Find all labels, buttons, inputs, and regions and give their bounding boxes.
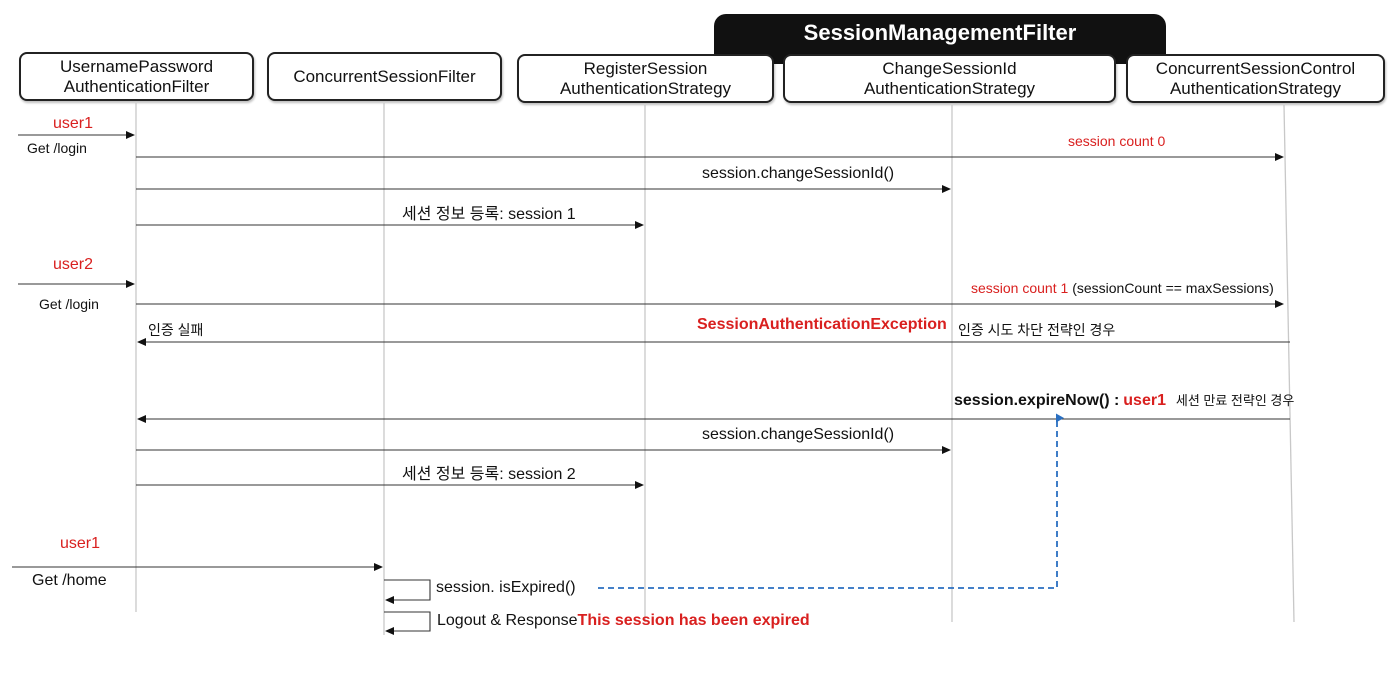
- participant-label: ConcurrentSessionFilter: [293, 66, 476, 86]
- participant-concurrent-session-control-strategy: ConcurrentSessionControl AuthenticationS…: [1126, 54, 1385, 103]
- get-login-label: Get /login: [39, 296, 99, 312]
- logout-text: Logout & Response: [437, 612, 578, 629]
- session-count-condition: (sessionCount == maxSessions): [1072, 280, 1274, 296]
- expire-now-label: session.expireNow() : user1 세션 만료 전략인 경우: [954, 390, 1294, 410]
- get-home-label: Get /home: [32, 572, 107, 589]
- participant-register-session-strategy: RegisterSession AuthenticationStrategy: [517, 54, 774, 103]
- register-session-2-label: 세션 정보 등록: session 2: [402, 466, 576, 483]
- participant-label: ChangeSessionId: [882, 58, 1017, 78]
- participant-change-session-id-strategy: ChangeSessionId AuthenticationStrategy: [783, 54, 1116, 103]
- change-session-id-label: session.changeSessionId(): [702, 426, 895, 443]
- change-session-id-label: session.changeSessionId(): [702, 165, 895, 182]
- user1-label: user1: [53, 115, 94, 132]
- session-count-1: session count 1: [971, 280, 1069, 296]
- is-expired-label: session. isExpired(): [436, 579, 576, 596]
- session-auth-exception-label: SessionAuthenticationException: [697, 316, 947, 333]
- participant-label: RegisterSession: [583, 58, 708, 78]
- participant-label: AuthenticationStrategy: [1169, 78, 1342, 98]
- expire-now-call: session.expireNow() :: [954, 392, 1120, 409]
- dashed-expire-link: [598, 413, 1064, 589]
- group-title: SessionManagementFilter: [803, 20, 1077, 45]
- expired-message: This session has been expired: [577, 612, 810, 629]
- lifeline-5: [1283, 104, 1295, 623]
- register-session-1-label: 세션 정보 등록: session 1: [402, 206, 576, 223]
- expire-now-user: user1: [1123, 392, 1166, 409]
- logout-response-label: Logout & ResponseThis session has been e…: [437, 612, 810, 630]
- participant-label: AuthenticationStrategy: [863, 78, 1036, 98]
- participant-label: ConcurrentSessionControl: [1155, 58, 1356, 78]
- get-login-label: Get /login: [27, 140, 87, 156]
- user1-label: user1: [60, 535, 101, 552]
- session-count-1-label: session count 1 (sessionCount == maxSess…: [971, 280, 1274, 296]
- user2-label: user2: [53, 256, 94, 273]
- self-arrow-logout: [384, 611, 431, 635]
- participant-label: UsernamePassword: [59, 56, 214, 76]
- expire-strategy-label: 세션 만료 전략인 경우: [1175, 393, 1295, 408]
- self-arrow-is-expired: [384, 579, 431, 604]
- block-strategy-label: 인증 시도 차단 전략인 경우: [958, 322, 1116, 338]
- participant-label: AuthenticationStrategy: [559, 78, 732, 98]
- participant-concurrent-session-filter: ConcurrentSessionFilter: [267, 52, 502, 101]
- participant-label: AuthenticationFilter: [63, 76, 210, 96]
- session-count-0: session count 0: [1068, 133, 1166, 149]
- participant-username-password-filter: UsernamePassword AuthenticationFilter: [19, 52, 254, 101]
- auth-fail-label: 인증 실패: [148, 322, 204, 338]
